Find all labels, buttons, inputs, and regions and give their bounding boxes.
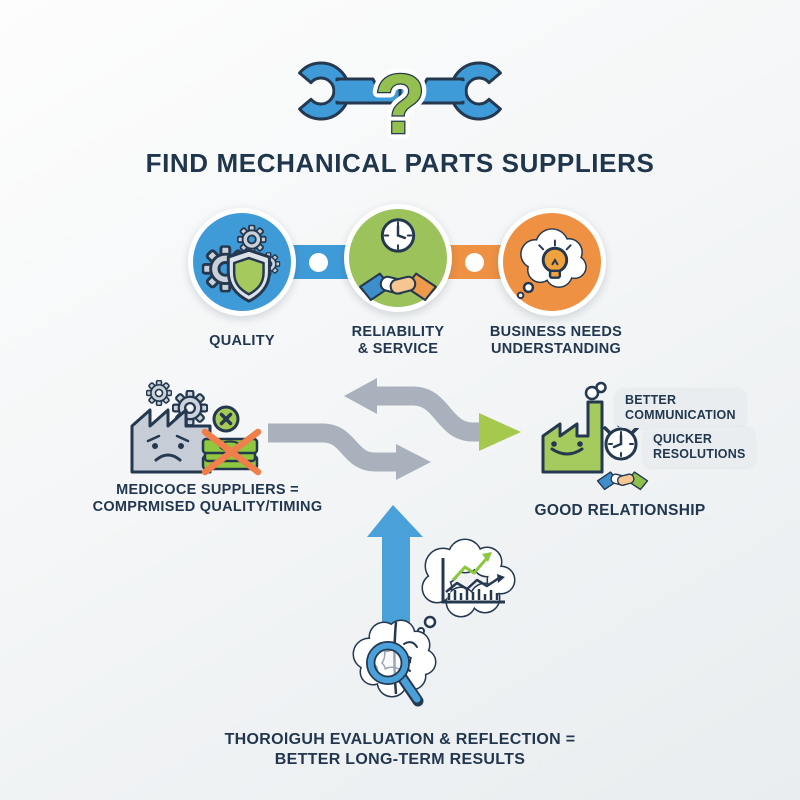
step-label-reliability: RELIABILITY & SERVICE — [351, 324, 445, 357]
conclusion-caption: THOROlGUH EVALUATION & REFLECTION = BETT… — [224, 731, 576, 768]
factory-happy-icon — [541, 400, 604, 474]
growth-chart-icon — [441, 552, 505, 604]
x-badge-icon — [212, 405, 240, 433]
growth-chart-bubble-icon — [417, 538, 516, 635]
idea-thought-bubble-icon — [516, 228, 587, 300]
stopwatch-icon — [603, 421, 639, 461]
wrench-question-icon: ? ? — [298, 52, 502, 147]
handshake-icon — [596, 471, 649, 491]
question-mark-halo: ? — [374, 57, 425, 147]
connector-dot — [464, 252, 484, 272]
page-title: FIND MECHANICAL PARTS SUPPLIERS — [145, 148, 655, 178]
handshake-icon — [359, 272, 437, 301]
smoke-icon — [584, 381, 607, 401]
lightbulb-icon — [538, 239, 572, 279]
cross-out-icon — [201, 428, 262, 476]
good-relationship-caption: GOOD RELATIONSHIP — [534, 502, 706, 519]
badge-quicker-resolutions: QUICKER RESOLUTIONS — [643, 427, 756, 467]
question-mark-icon: ? — [374, 57, 425, 147]
bad-supplier-group — [130, 380, 262, 476]
badge-better-communication: BETTER COMMUNICATION — [615, 388, 746, 428]
bad-supplier-caption: MEDICOCE SUPPLIERS = COMPRMISED QUALITY/… — [92, 482, 323, 515]
green-arrowhead-icon — [479, 413, 521, 451]
good-supplier-group — [541, 381, 649, 491]
brain-magnifier-icon — [352, 619, 437, 707]
up-arrow-icon — [367, 505, 423, 628]
swap-arrows-icon — [268, 378, 521, 480]
connector-dot — [308, 252, 328, 272]
step-label-business-needs: BUSINESS NEEDS UNDERSTANDING — [489, 324, 623, 357]
step-circle-quality — [188, 208, 296, 316]
magnifier-icon — [366, 641, 424, 707]
handshake-clock-icon — [359, 218, 437, 301]
clock-icon — [380, 218, 416, 253]
step-label-quality: QUALITY — [209, 333, 275, 349]
step-circle-business-needs — [498, 208, 606, 316]
wrench-icon — [298, 61, 502, 121]
step-circle-reliability — [344, 204, 452, 312]
gears-shield-icon — [201, 224, 281, 303]
crossed-money-icon — [201, 428, 262, 476]
